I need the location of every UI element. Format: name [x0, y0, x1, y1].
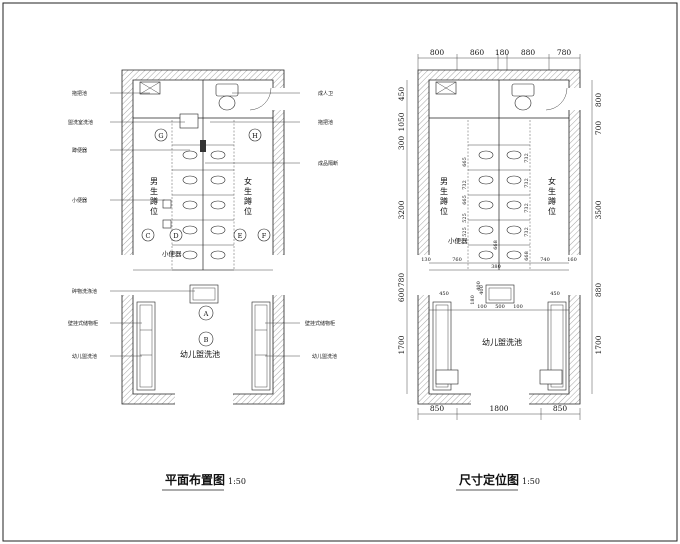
left-dim-2: 1050 — [397, 112, 406, 131]
bottom-dim-1: 850 — [430, 404, 445, 413]
basin-dim-5: 450 — [550, 291, 560, 297]
mid-dim-740: 740 — [540, 257, 550, 263]
r-urinal-label: 小便器 — [448, 236, 468, 245]
right-dim-3: 3500 — [594, 200, 603, 219]
boys-label-3: 蹲 — [150, 196, 158, 206]
left-plan-title: 平面布置图 — [165, 472, 225, 487]
mid-dim-380: 380 — [491, 264, 501, 270]
right-plan-scale: 1:50 — [522, 477, 540, 486]
left-label-wash-sink: 盥洗室洗池 — [68, 119, 93, 126]
right-label-partition: 成品隔断 — [318, 160, 338, 167]
mid-dim-160: 160 — [567, 257, 577, 263]
right-label-adult-wc: 成人卫 — [318, 90, 333, 97]
girls-stall-dim-5: 668 — [524, 251, 530, 261]
girls-label-1: 女 — [244, 176, 252, 186]
bottom-dim-2: 1800 — [489, 404, 508, 413]
marker-b: B — [204, 336, 209, 344]
r-girls-label-1: 女 — [548, 176, 556, 186]
stall-dim-5: 525 — [462, 227, 468, 237]
girls-label-4: 位 — [244, 206, 252, 216]
r-boys-label-4: 位 — [440, 206, 448, 216]
stall-dim-6: 668 — [493, 240, 499, 250]
left-label-cabinet: 壁挂式储物柜 — [68, 320, 98, 327]
girls-label-2: 生 — [244, 186, 252, 196]
r-girls-label-3: 蹲 — [548, 196, 556, 206]
inner-dim-180: 180 — [470, 295, 476, 305]
girls-stall-dim-4: 732 — [524, 227, 530, 237]
marker-f: F — [262, 232, 267, 240]
left-label-kid-basin: 幼儿盥洗池 — [72, 353, 97, 360]
stall-dim-1: 665 — [462, 157, 468, 167]
girls-label-3: 蹲 — [244, 196, 252, 206]
left-label-urinal: 小便器 — [72, 197, 87, 204]
top-dim-5: 780 — [557, 48, 572, 57]
stall-dim-3: 665 — [462, 195, 468, 205]
top-dim-3: 180 — [495, 48, 510, 57]
right-label-kid-basin: 幼儿盥洗池 — [312, 353, 337, 360]
left-label-mop-sink: 拖把池 — [72, 90, 87, 97]
girls-stall-dim-2: 732 — [524, 178, 530, 188]
right-label-cabinet: 壁挂式储物柜 — [305, 320, 335, 327]
bottom-dim-3: 850 — [553, 404, 568, 413]
stall-dim-4: 525 — [462, 213, 468, 223]
left-dim-4: 3200 — [397, 200, 406, 219]
top-dim-4: 880 — [521, 48, 536, 57]
top-dim-2: 860 — [470, 48, 485, 57]
r-girls-label-2: 生 — [548, 186, 556, 196]
r-boys-label-2: 生 — [440, 186, 448, 196]
left-dim-1: 450 — [397, 87, 406, 102]
basin-dim-4: 100 — [513, 304, 523, 310]
left-dim-3: 300 — [397, 136, 406, 151]
r-basin-label: 幼儿盥洗池 — [482, 337, 522, 347]
basin-dim-3: 500 — [495, 304, 505, 310]
basin-dim-1: 450 — [439, 291, 449, 297]
left-label-rinse-sink: 碎物洗涤池 — [72, 288, 97, 295]
inner-dim-400: 400 — [476, 281, 482, 291]
girls-stall-dim-1: 732 — [524, 153, 530, 163]
left-dim-5: 780 — [397, 273, 406, 288]
r-boys-label-3: 蹲 — [440, 196, 448, 206]
mid-dim-130: 130 — [421, 257, 431, 263]
marker-h: H — [252, 132, 258, 140]
left-dim-7: 1700 — [397, 335, 406, 354]
right-dim-1: 800 — [594, 93, 603, 108]
r-boys-label-1: 男 — [440, 177, 448, 186]
right-label-mop-sink: 拖把池 — [318, 119, 333, 126]
mid-dim-400: 400 — [479, 285, 485, 295]
basin-label: 幼儿盥洗池 — [180, 349, 220, 359]
left-dim-6: 600 — [397, 288, 406, 303]
right-dim-2: 700 — [594, 121, 603, 136]
boys-label-1: 男 — [150, 177, 158, 186]
mid-dim-760: 760 — [452, 257, 462, 263]
marker-d: D — [173, 232, 178, 240]
marker-e: E — [238, 232, 243, 240]
marker-a: A — [203, 310, 209, 318]
top-dim-1: 800 — [430, 48, 445, 57]
boys-label-2: 生 — [150, 186, 158, 196]
stall-dim-2: 732 — [462, 180, 468, 190]
marker-g: G — [158, 132, 163, 140]
urinal-label: 小便器 — [162, 249, 182, 258]
left-plan-scale: 1:50 — [228, 477, 246, 486]
elevation-markers: G H C D E F A B — [141, 128, 271, 347]
basin-dim-2: 100 — [477, 304, 487, 310]
marker-c: C — [146, 232, 151, 240]
right-dim-5: 1700 — [594, 335, 603, 354]
left-label-squat-toilet: 蹲便器 — [72, 147, 87, 154]
right-plan-title: 尺寸定位图 — [459, 472, 519, 487]
r-girls-label-4: 位 — [548, 206, 556, 216]
left-floor-plan: G H C D E F A B 男 生 蹲 位 女 生 蹲 位 小便器 幼儿盥洗… — [68, 69, 338, 491]
boys-label-4: 位 — [150, 206, 158, 216]
girls-stall-dim-3: 732 — [524, 203, 530, 213]
right-dim-4: 880 — [594, 283, 603, 298]
right-dimension-plan: 800 860 180 880 780 450 1050 300 3200 78… — [397, 48, 603, 491]
